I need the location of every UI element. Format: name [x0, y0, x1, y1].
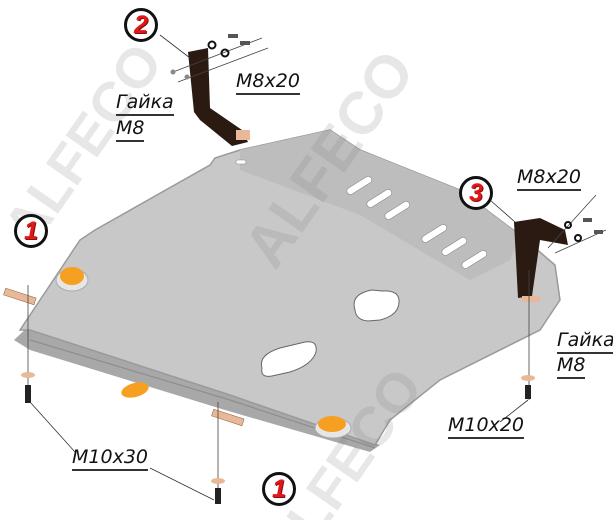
- oval-hole: [260, 341, 317, 377]
- bracket-3: [514, 194, 607, 400]
- vent-slots: [235, 159, 487, 269]
- rubber-pads: [55, 267, 352, 439]
- label-bracket2-nut: Гайка: [116, 93, 174, 116]
- label-bracket2-nut-size: M8: [116, 119, 145, 142]
- callout-1-left: 1: [14, 214, 48, 248]
- label-rear-bolts: M10x20: [448, 416, 524, 439]
- callout-3: 3: [459, 176, 493, 210]
- bolt-front-left: [3, 285, 37, 403]
- bracket-2: [170, 34, 269, 146]
- label-front-bolts: M10x30: [72, 448, 148, 471]
- round-hole: [353, 289, 400, 322]
- callout-1-bottom: 1: [262, 472, 296, 506]
- callout-2: 2: [124, 8, 158, 42]
- bolt-front-right: [211, 402, 245, 504]
- label-bracket3-nut-size: M8: [557, 356, 586, 379]
- label-bracket3-bolt: M8x20: [517, 168, 581, 191]
- label-bracket3-nut: Гайка: [557, 331, 613, 354]
- leader-lines: [29, 34, 529, 501]
- label-bracket2-bolt: M8x20: [236, 72, 300, 95]
- skid-plate: [14, 129, 561, 452]
